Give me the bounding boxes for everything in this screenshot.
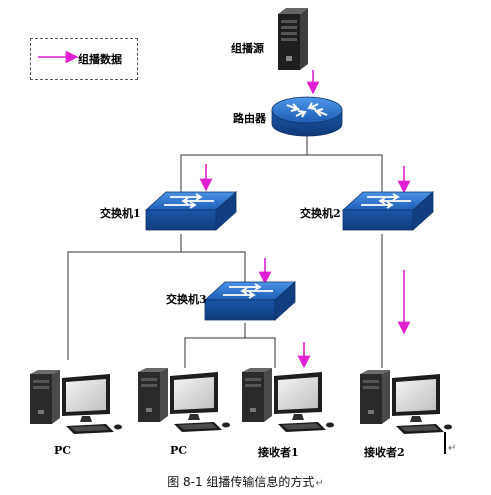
link-router-switches bbox=[180, 154, 383, 196]
pc1-computer-icon bbox=[30, 370, 122, 434]
label-pc2: PC bbox=[170, 444, 188, 457]
legend-label: 组播数据 bbox=[78, 53, 122, 66]
label-receiver2: 接收者2 bbox=[364, 446, 405, 459]
legend-box bbox=[30, 38, 138, 80]
network-links bbox=[67, 136, 383, 368]
link-switch1-hosts bbox=[67, 251, 246, 360]
server-icon bbox=[278, 8, 308, 70]
pc2-computer-icon bbox=[138, 368, 230, 432]
switch1-icon bbox=[145, 191, 237, 231]
switch3-icon bbox=[204, 281, 296, 321]
figure-caption: 图 8-1 组播传输信息的方式↵ bbox=[0, 473, 491, 490]
label-multicast-source: 组播源 bbox=[231, 42, 264, 55]
paragraph-mark-icon: ↵ bbox=[315, 478, 324, 489]
receiver2-computer-icon bbox=[360, 370, 452, 434]
switch2-icon bbox=[342, 191, 434, 231]
paragraph-mark-icon: ↵ bbox=[448, 443, 457, 454]
label-pc1: PC bbox=[54, 444, 72, 457]
link-switch3-hosts bbox=[184, 337, 276, 368]
label-switch1: 交换机1 bbox=[100, 207, 141, 220]
label-receiver1: 接收者1 bbox=[258, 446, 299, 459]
caption-text: 图 8-1 组播传输信息的方式 bbox=[167, 475, 315, 489]
multicast-arrows bbox=[199, 70, 411, 369]
label-switch2: 交换机2 bbox=[300, 207, 341, 220]
label-switch3: 交换机3 bbox=[166, 293, 207, 306]
receiver1-computer-icon bbox=[242, 368, 334, 432]
router-icon bbox=[271, 96, 343, 137]
text-cursor bbox=[444, 432, 446, 454]
label-router: 路由器 bbox=[233, 112, 266, 125]
